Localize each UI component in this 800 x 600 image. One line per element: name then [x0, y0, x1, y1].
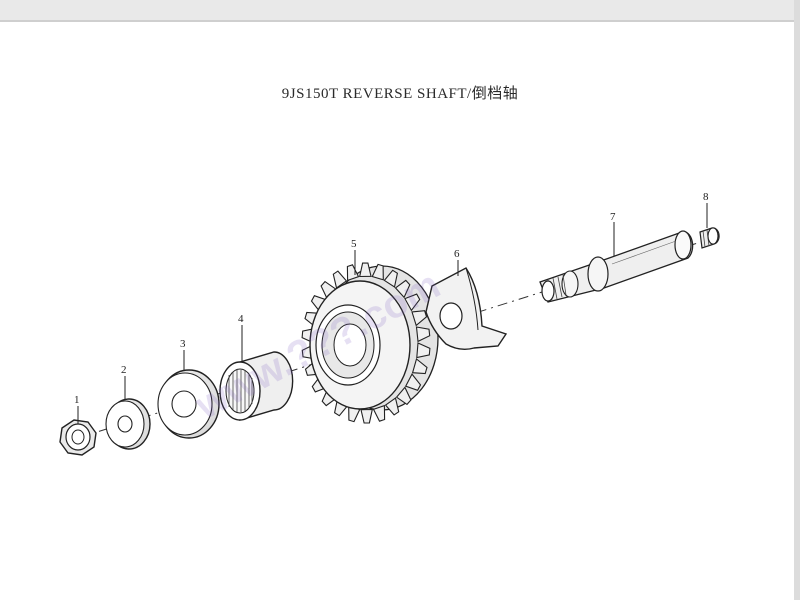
callout-label-4: 4 [238, 313, 244, 325]
callout-label-6: 6 [454, 248, 460, 260]
gear-tooth [416, 342, 431, 359]
callout-label-2: 2 [121, 364, 127, 376]
gear-tooth [384, 397, 400, 416]
scan-top-border [0, 0, 800, 22]
callout-label-7: 7 [610, 211, 616, 223]
callout-1: 1 [74, 394, 80, 424]
callout-6: 6 [454, 248, 460, 276]
part-6-lock-plate [425, 267, 508, 351]
callout-2: 2 [121, 364, 127, 400]
gear-tooth [383, 269, 399, 288]
callout-label-3: 3 [180, 338, 186, 350]
gear-tooth [360, 408, 373, 424]
part-3-thrust-washer [157, 369, 220, 439]
diagram-title: 9JS150T REVERSE SHAFT/倒档轴 [281, 86, 519, 102]
part-4-needle-bearing [219, 351, 294, 421]
gear-tooth [359, 262, 372, 278]
callout-3: 3 [180, 338, 186, 371]
gear-tooth [395, 386, 412, 406]
part-5-reverse-idler-gear [301, 262, 439, 424]
scan-right-border [794, 0, 800, 600]
callout-8: 8 [703, 191, 709, 228]
part-1-nut [59, 419, 97, 456]
gear-tooth [404, 373, 422, 391]
callout-label-8: 8 [703, 191, 709, 203]
gear-tooth [371, 263, 384, 281]
callout-4: 4 [238, 313, 244, 362]
gear-tooth [411, 310, 428, 327]
gear-tooth [346, 264, 360, 282]
gear-tooth [404, 293, 421, 312]
part-7-reverse-shaft [539, 230, 694, 303]
gear-tooth [332, 270, 348, 289]
gear-tooth [415, 326, 431, 343]
gear-tooth [372, 404, 386, 422]
callout-label-1: 1 [74, 394, 80, 406]
gear-tooth [394, 279, 411, 299]
part-8-plug [699, 227, 720, 249]
part-2-washer [105, 398, 151, 450]
callout-label-5: 5 [351, 238, 357, 250]
callout-7: 7 [610, 211, 616, 256]
gear-tooth [411, 358, 428, 375]
callout-5: 5 [351, 238, 357, 275]
